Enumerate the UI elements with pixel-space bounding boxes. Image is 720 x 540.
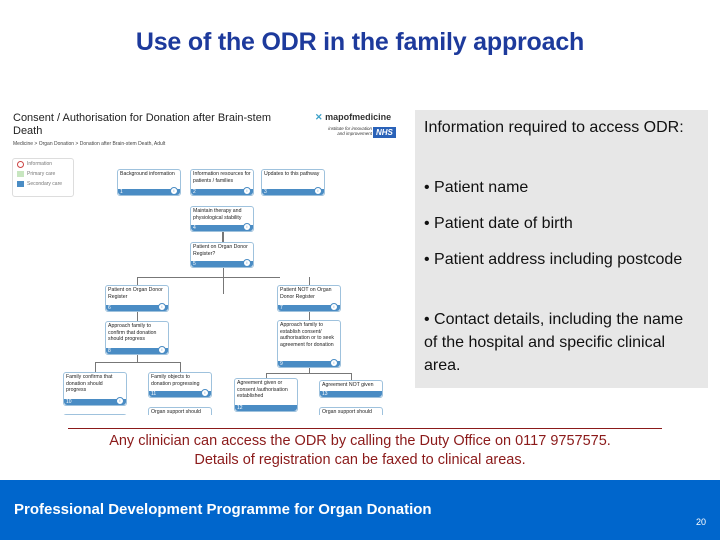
legend-primary: Primary care xyxy=(13,169,73,179)
info-icon: i xyxy=(158,346,166,354)
odr-access-note: Any clinician can access the ODR by call… xyxy=(0,432,720,470)
pathway-title: Consent / Authorisation for Donation aft… xyxy=(13,112,272,137)
pathway-node-12[interactable]: Agreement given or consent /authorisatio… xyxy=(234,378,298,412)
info-bullet: • Contact details, including the name of… xyxy=(424,311,684,374)
pathway-node-2[interactable]: Information resources for patients / fam… xyxy=(190,169,254,196)
pathway-node-8[interactable]: Approach family to confirm that donation… xyxy=(105,321,169,355)
divider xyxy=(68,428,662,429)
nhs-logo: NHS xyxy=(373,127,396,138)
pathway-legend: Information Primary care Secondary care xyxy=(12,158,74,197)
page-number: 20 xyxy=(695,517,706,527)
pathway-image: Consent / Authorisation for Donation aft… xyxy=(10,108,410,415)
info-bullet: • Patient name xyxy=(424,179,529,196)
legend-info: Information xyxy=(13,159,73,169)
info-icon xyxy=(17,160,24,168)
info-icon: i xyxy=(201,389,209,397)
info-icon: i xyxy=(314,187,322,195)
odr-info-box: Information required to access ODR: • Pa… xyxy=(415,110,708,388)
slide-title: Use of the ODR in the family approach xyxy=(135,28,585,56)
legend-secondary: Secondary care xyxy=(13,179,73,189)
institute-logo: institute for innovation and improvement xyxy=(328,126,372,136)
pathway-node-organ-support-1[interactable]: Organ support should xyxy=(148,407,212,415)
pathway-node-9[interactable]: Approach family to establish consent/ au… xyxy=(277,320,341,368)
pathway-breadcrumb: Medicine > Organ Donation > Donation aft… xyxy=(13,141,166,147)
info-icon: i xyxy=(243,223,251,231)
map-of-medicine-logo: ✕ mapofmedicine xyxy=(315,112,392,122)
pathway-node-10[interactable]: Family confirms that donation should pro… xyxy=(63,372,127,406)
info-heading: Information required to access ODR: xyxy=(424,119,684,136)
pathway-node-4[interactable]: Maintain therapy and physiological stabi… xyxy=(190,206,254,232)
info-icon: i xyxy=(170,187,178,195)
info-icon: i xyxy=(116,397,124,405)
info-icon: i xyxy=(243,187,251,195)
info-bullet: • Patient address including postcode xyxy=(424,251,683,268)
pathway-node-organ-support-2[interactable]: Organ support should xyxy=(319,407,383,415)
footer-text: Professional Development Programme for O… xyxy=(14,501,432,518)
info-icon: i xyxy=(243,259,251,267)
footer-bar: Professional Development Programme for O… xyxy=(0,480,720,540)
note-line-1: Any clinician can access the ODR by call… xyxy=(109,433,611,449)
info-icon: i xyxy=(158,303,166,311)
note-line-2: Details of registration can be faxed to … xyxy=(194,452,526,468)
info-bullet: • Patient date of birth xyxy=(424,215,573,232)
pathway-node-cut[interactable] xyxy=(63,414,127,415)
info-icon: i xyxy=(330,303,338,311)
info-icon: i xyxy=(330,359,338,367)
